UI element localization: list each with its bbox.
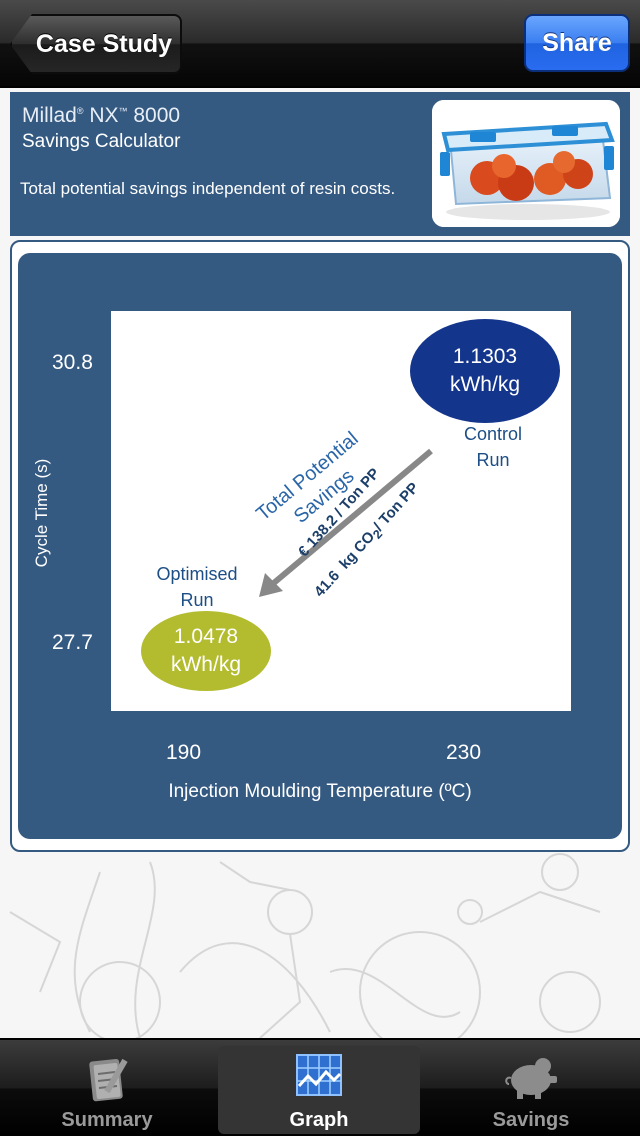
- brand-number: 8000: [133, 104, 181, 127]
- product-brand: Millad® NX™ 8000: [22, 104, 180, 128]
- x-tick-label: 230: [446, 741, 482, 764]
- control-run-label-line2: Run: [476, 450, 510, 470]
- optimised-run-label-line2: Run: [180, 590, 214, 610]
- back-button-label: Case Study: [35, 29, 173, 58]
- control-energy-value: 1.1303: [452, 345, 518, 368]
- optimised-energy-bubble: 1.0478 kWh/kg: [141, 611, 271, 691]
- tab-graph-label: Graph: [289, 1109, 349, 1131]
- tab-savings[interactable]: Savings: [430, 1046, 632, 1134]
- tab-bar: Summary Graph Savings: [0, 1038, 640, 1136]
- tab-summary[interactable]: Summary: [6, 1046, 208, 1134]
- x-tick-label: 190: [166, 741, 202, 764]
- back-button[interactable]: Case Study: [10, 14, 182, 74]
- optimised-energy-unit: kWh/kg: [170, 653, 241, 676]
- y-tick-label: 27.7: [52, 631, 93, 654]
- y-tick-label: 30.8: [52, 351, 93, 374]
- control-energy-unit: kWh/kg: [449, 373, 520, 396]
- plot-area: 1.1303 kWh/kg Control Run 1.0478 kWh/kg …: [111, 311, 571, 711]
- brand-trademark: ™: [118, 106, 128, 116]
- page-subtitle: Savings Calculator: [22, 131, 181, 152]
- navigation-bar: Case Study Share: [0, 0, 640, 88]
- brand-registered-mark: ®: [76, 106, 84, 116]
- control-energy-bubble: 1.1303 kWh/kg: [410, 319, 560, 423]
- piggy-bank-icon: [505, 1058, 557, 1099]
- brand-model: NX: [89, 104, 119, 127]
- calculator-header: Millad® NX™ 8000 Savings Calculator Tota…: [10, 92, 630, 236]
- notepad-icon: [89, 1058, 128, 1102]
- control-run-label-line1: Control: [463, 424, 523, 444]
- x-axis-label: Injection Moulding Temperature (ºC): [168, 781, 472, 802]
- optimised-run-label: Optimised Run: [147, 561, 247, 613]
- tab-summary-label: Summary: [61, 1109, 153, 1131]
- share-button[interactable]: Share: [524, 14, 630, 72]
- y-axis-label: Cycle Time (s): [32, 458, 51, 568]
- tab-graph[interactable]: Graph: [218, 1046, 420, 1134]
- tab-savings-label: Savings: [492, 1109, 570, 1131]
- optimised-run-label-line1: Optimised: [156, 564, 238, 584]
- brand-name: Millad: [22, 104, 77, 127]
- optimised-energy-value: 1.0478: [173, 625, 239, 648]
- control-run-label: Control Run: [451, 421, 535, 473]
- graph-panel: 30.8 27.7 Cycle Time (s) 1.1303 kWh/kg C…: [18, 253, 622, 839]
- product-image: [432, 100, 620, 227]
- savings-arrow-icon: [259, 448, 433, 597]
- share-button-label: Share: [542, 28, 612, 57]
- graph-frame: 30.8 27.7 Cycle Time (s) 1.1303 kWh/kg C…: [10, 240, 630, 852]
- background-sketch: [9, 853, 601, 1038]
- chart-icon: [296, 1054, 342, 1096]
- savings-note: Total potential savings independent of r…: [20, 179, 396, 198]
